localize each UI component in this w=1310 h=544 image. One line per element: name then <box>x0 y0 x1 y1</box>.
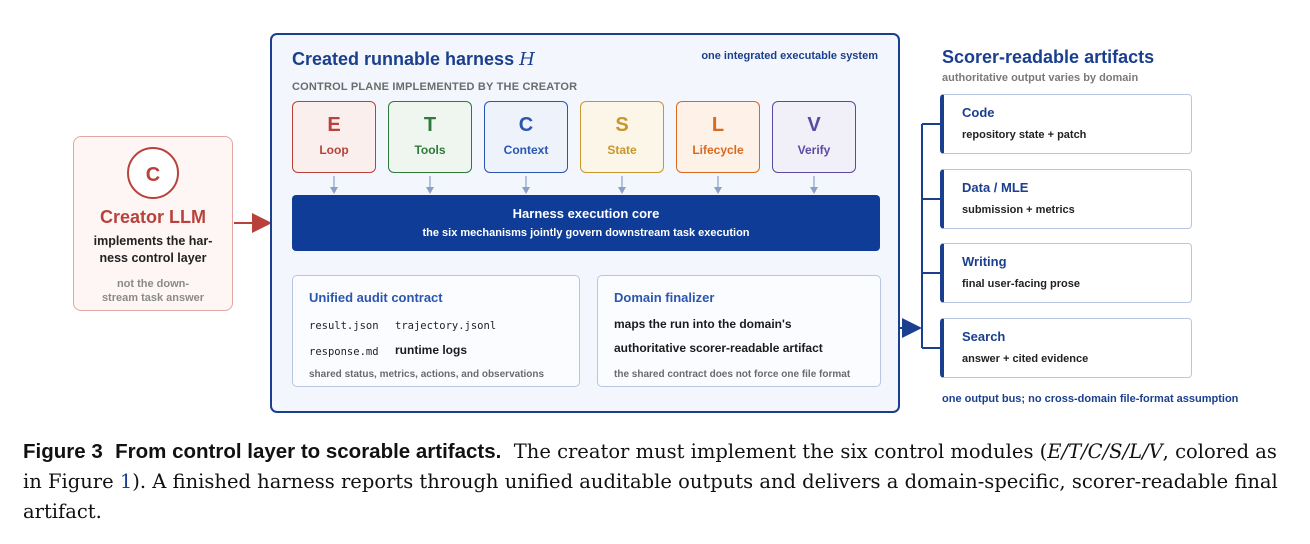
artifact-desc: repository state + patch <box>962 129 1087 141</box>
artifacts-subtitle: authoritative output varies by domain <box>942 72 1139 84</box>
artifact-desc: final user-facing prose <box>962 278 1080 290</box>
module-state: S State <box>580 101 664 173</box>
module-letter: V <box>807 114 821 136</box>
harness-title: Created runnable harness H <box>292 49 535 70</box>
domain-finalizer-card: Domain finalizer maps the run into the d… <box>597 275 881 387</box>
module-arrow <box>522 176 530 194</box>
module-letter: L <box>711 114 725 136</box>
creator-description: implements the har- ness control layer <box>82 233 224 267</box>
artifact-name: Search <box>962 329 1006 344</box>
audit-note: shared status, metrics, actions, and obs… <box>309 369 545 380</box>
module-name: Lifecycle <box>692 143 744 157</box>
module-name: Verify <box>797 143 831 157</box>
caption-letters: E/T/C/S/L/V <box>1047 440 1163 463</box>
caption-heading: From control layer to scorable artifacts… <box>115 440 502 463</box>
core-title: Harness execution core <box>512 206 660 221</box>
caption-label: Figure 3 <box>23 440 103 463</box>
harness-execution-core: Harness execution core the six mechanism… <box>292 195 880 251</box>
runtime-logs: runtime logs <box>395 343 468 357</box>
output-bus-note: one output bus; no cross-domain file-for… <box>942 393 1239 405</box>
artifact-desc: answer + cited evidence <box>962 353 1089 365</box>
caption-figure-ref[interactable]: 1 <box>119 470 133 493</box>
module-loop: E Loop <box>292 101 376 173</box>
creator-desc-line2: ness control layer <box>99 251 207 265</box>
file-result-json: result.json <box>309 320 379 332</box>
module-arrow <box>810 176 818 194</box>
core-subtitle: the six mechanisms jointly govern downst… <box>422 227 750 239</box>
artifact-data-mle: Data / MLE submission + metrics <box>940 169 1192 229</box>
module-letter: E <box>327 114 341 136</box>
finalizer-line1: maps the run into the domain's <box>614 317 792 331</box>
creator-llm-card: C Creator LLM implements the har- ness c… <box>73 136 233 311</box>
artifact-name: Data / MLE <box>962 180 1029 195</box>
file-trajectory-jsonl: trajectory.jsonl <box>395 320 497 332</box>
creator-desc-line1: implements the har- <box>93 234 213 248</box>
artifact-name: Code <box>962 105 995 120</box>
caption-text1: The creator must implement the six contr… <box>513 440 1048 463</box>
harness-subtitle: CONTROL PLANE IMPLEMENTED BY THE CREATOR <box>292 81 578 93</box>
caption-text2: , colored as in Figure <box>23 440 1277 493</box>
module-name: Tools <box>414 143 446 157</box>
unified-audit-contract-card: Unified audit contract result.json traje… <box>292 275 580 387</box>
artifact-name: Writing <box>962 254 1007 269</box>
module-letter: S <box>615 114 629 136</box>
figure-caption: Figure 3 From control layer to scorable … <box>23 437 1285 527</box>
harness-title-text: Created runnable harness <box>292 49 515 69</box>
finalizer-note: the shared contract does not force one f… <box>614 369 851 380</box>
module-arrow <box>426 176 434 194</box>
module-arrow <box>714 176 722 194</box>
caption-text3: ). A finished harness reports through un… <box>23 470 1278 523</box>
file-response-md: response.md <box>309 346 379 358</box>
creator-note-line1: not the down- <box>116 278 190 290</box>
artifact-desc: submission + metrics <box>962 204 1075 216</box>
harness-note: one integrated executable system <box>701 50 878 62</box>
module-verify: V Verify <box>772 101 856 173</box>
module-tools: T Tools <box>388 101 472 173</box>
module-letter: C <box>518 114 534 136</box>
module-arrow <box>618 176 626 194</box>
finalizer-line2: authoritative scorer-readable artifact <box>614 341 823 355</box>
finalizer-title: Domain finalizer <box>614 290 715 305</box>
module-context: C Context <box>484 101 568 173</box>
module-lifecycle: L Lifecycle <box>676 101 760 173</box>
harness-symbol: H <box>519 49 535 70</box>
module-name: State <box>607 143 637 157</box>
module-letter: T <box>423 114 437 136</box>
artifacts-title: Scorer-readable artifacts <box>942 47 1155 67</box>
artifact-search: Search answer + cited evidence <box>940 318 1192 378</box>
artifact-writing: Writing final user-facing prose <box>940 243 1192 303</box>
creator-note-line2: stream task answer <box>101 292 205 304</box>
artifact-code: Code repository state + patch <box>940 94 1192 154</box>
module-name: Context <box>503 143 549 157</box>
audit-title: Unified audit contract <box>309 290 443 305</box>
module-arrow <box>330 176 338 194</box>
creator-note: not the down- stream task answer <box>82 277 224 305</box>
harness-panel: Created runnable harness H one integrate… <box>270 33 900 413</box>
creator-title: Creator LLM <box>99 207 206 227</box>
module-name: Loop <box>319 143 349 157</box>
creator-icon: C <box>127 147 179 199</box>
